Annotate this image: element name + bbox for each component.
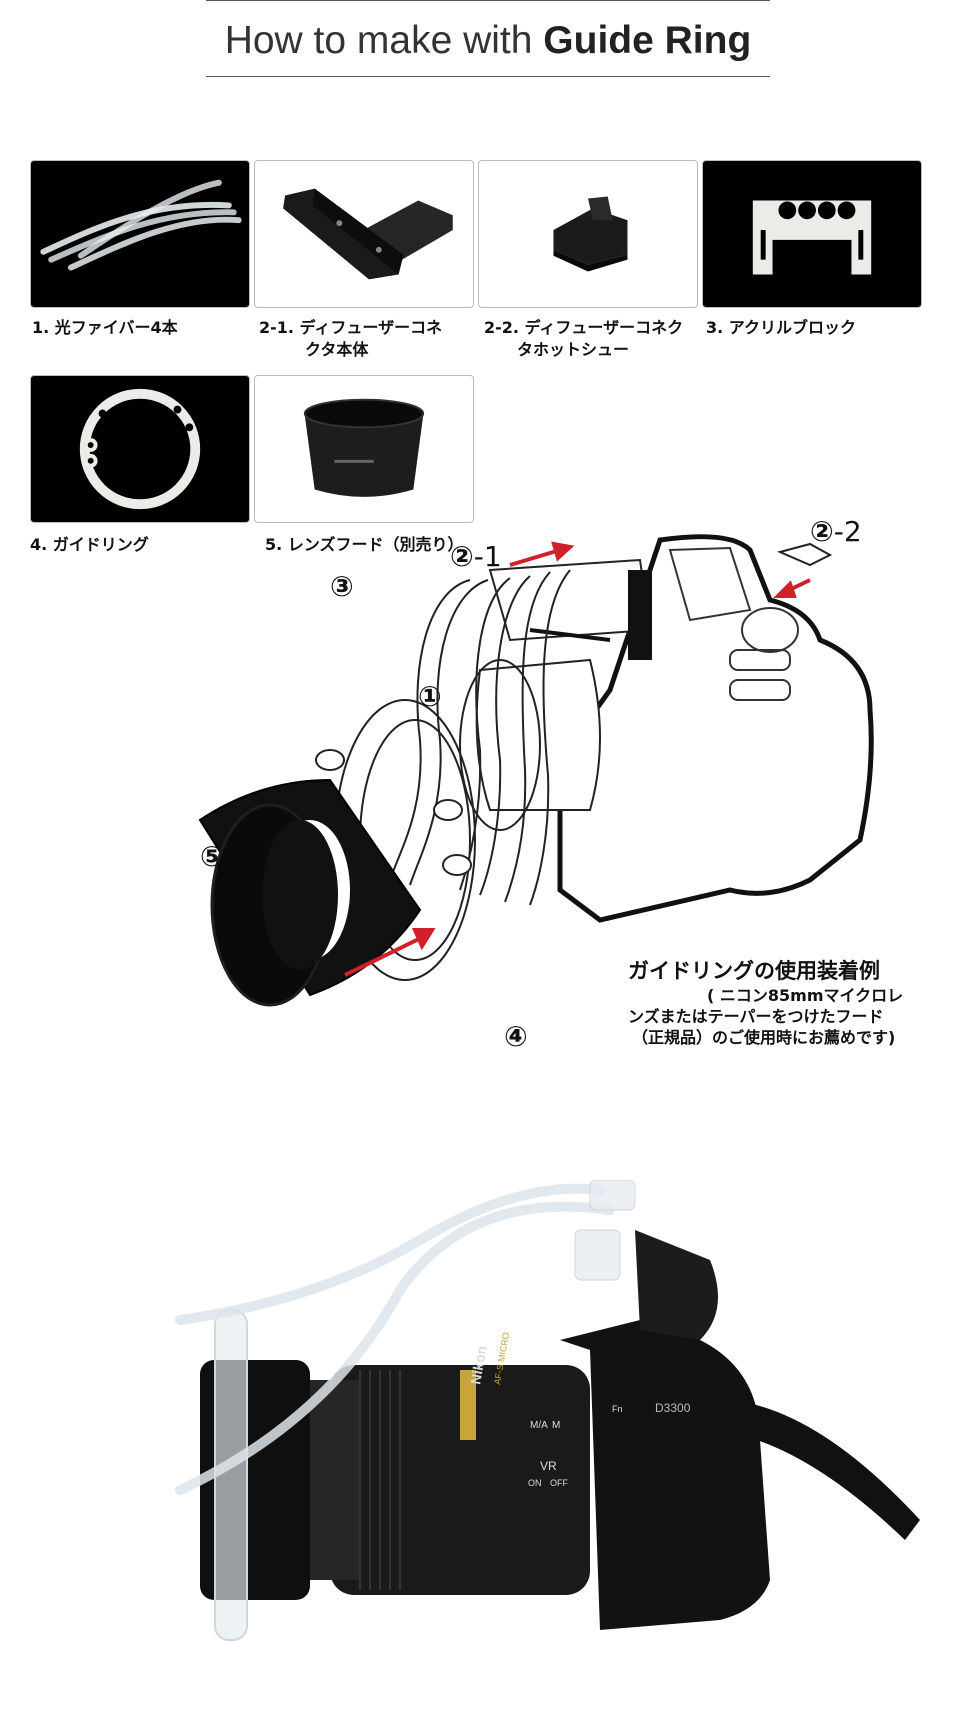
caption-part-4: 4. ガイドリング bbox=[30, 535, 149, 554]
part-guide-ring-image bbox=[30, 375, 250, 523]
switch-ma: M/A bbox=[530, 1420, 548, 1431]
lens-brand: Nikon bbox=[467, 1344, 490, 1385]
switch-on: ON bbox=[528, 1478, 542, 1488]
caption-part-1: 1. 光ファイバー4本 bbox=[32, 318, 178, 337]
assembly-diagram: ②-1 ②-2 ③ ① ⑤ ④ bbox=[170, 510, 900, 1120]
part-hotshoe-image bbox=[478, 160, 698, 308]
label-4: ④ bbox=[504, 1020, 528, 1053]
switch-m: M bbox=[552, 1420, 560, 1431]
caption-part-2-1-line2: クタ本体 bbox=[305, 340, 369, 359]
caption-part-2-2-line2: タホットシュー bbox=[517, 340, 630, 359]
label-5: ⑤ bbox=[200, 840, 224, 873]
label-2-2: ②-2 bbox=[810, 515, 862, 548]
title-prefix: How to make with bbox=[224, 19, 544, 62]
caption-part-2-1: 2-1. ディフューザーコネ bbox=[259, 318, 443, 337]
button-fn: Fn bbox=[612, 1404, 623, 1414]
part-lens-hood-image bbox=[254, 375, 474, 523]
note-line-3: （正規品）のご使用時にお薦めです) bbox=[632, 1028, 896, 1047]
title-strong: Guide Ring bbox=[543, 19, 752, 62]
part-acrylic-block-image bbox=[702, 160, 922, 308]
note-title: ガイドリングの使用装着例 bbox=[628, 959, 880, 983]
part-fiber-image bbox=[30, 160, 250, 308]
switch-vr: VR bbox=[540, 1459, 557, 1473]
caption-part-3: 3. アクリルブロック bbox=[706, 318, 856, 337]
part-connector-body-image bbox=[254, 160, 474, 308]
label-3: ③ bbox=[330, 570, 354, 603]
camera-model: D3300 bbox=[655, 1401, 691, 1415]
label-2-1: ②-1 bbox=[450, 540, 502, 573]
camera-photo: Nikon AF-S MICRO M/A M VR ON OFF D3300 F… bbox=[0, 1180, 960, 1700]
note-line-1: ( ニコン85mmマイクロレ bbox=[707, 986, 904, 1005]
caption-part-2-2: 2-2. ディフューザーコネク bbox=[484, 318, 684, 337]
caption-part-5: 5. レンズフード（別売り） bbox=[265, 535, 464, 554]
page-title: How to make with Guide Ring bbox=[206, 19, 770, 63]
title-banner: How to make with Guide Ring bbox=[206, 0, 770, 77]
note-line-2: ンズまたはテーパーをつけたフード bbox=[628, 1007, 884, 1026]
label-1: ① bbox=[418, 680, 442, 713]
switch-off: OFF bbox=[550, 1478, 568, 1488]
